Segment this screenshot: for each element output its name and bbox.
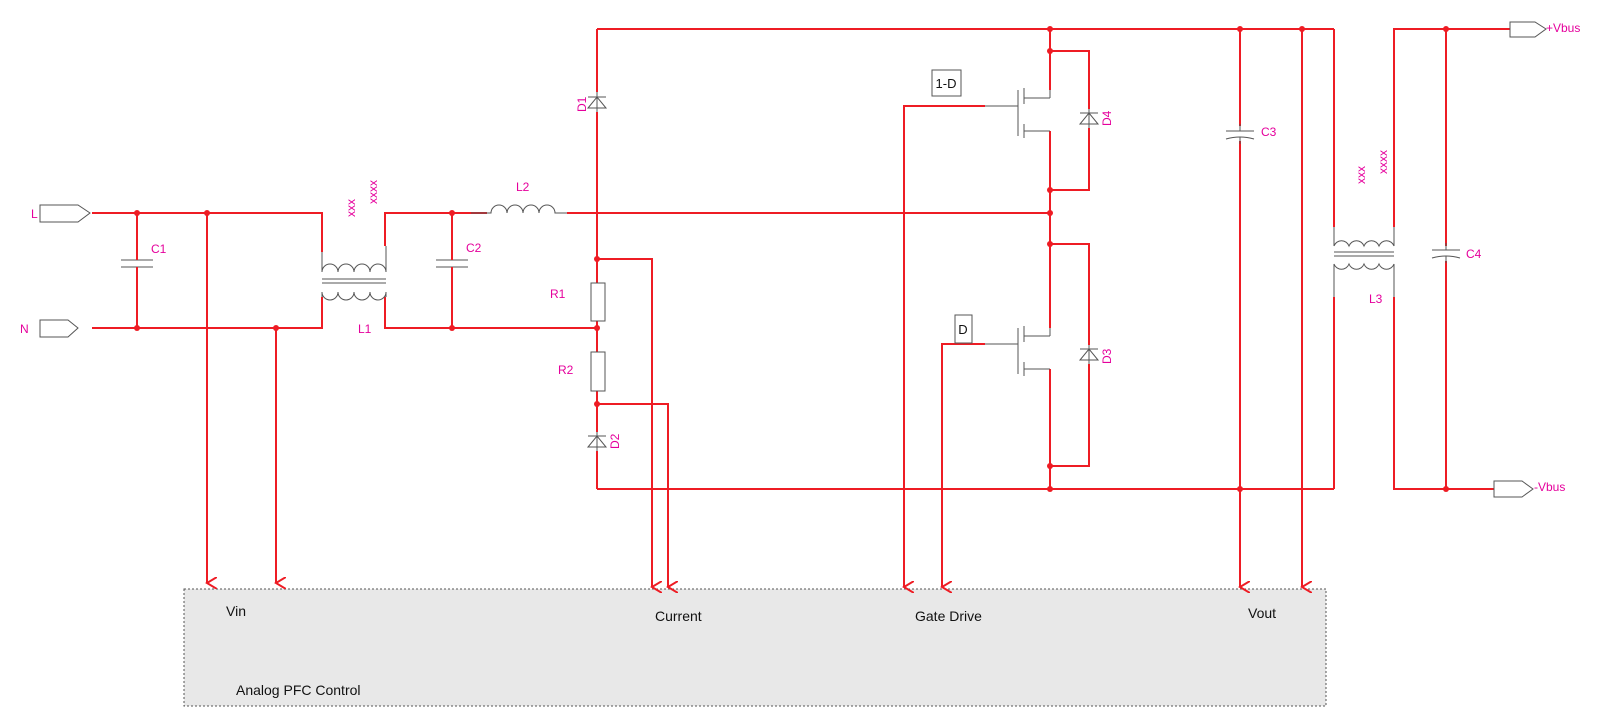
control-block-box	[183, 588, 1327, 707]
wire-current-sense-1	[597, 258, 652, 587]
wire-line-input	[92, 212, 323, 252]
gate-signal-upper-label: 1-D	[936, 76, 957, 91]
junction-dot	[1443, 486, 1449, 492]
junction-dot	[1443, 26, 1449, 32]
junction-dot	[449, 210, 455, 216]
wire-l3-secondary-bottom	[1393, 297, 1494, 490]
analog-pfc-control-block: Analog PFC Control Vin Current Gate Driv…	[183, 588, 1327, 707]
vin-pin-label: Vin	[226, 603, 246, 619]
port-vbus-minus-connector	[1493, 480, 1534, 498]
mosfet-lower	[985, 326, 1051, 376]
port-l-label: L	[31, 207, 38, 221]
capacitors	[121, 124, 1461, 272]
control-block-title: Analog PFC Control	[236, 682, 361, 698]
resistors	[590, 282, 606, 392]
wire-d4-loop-bottom	[1050, 128, 1090, 191]
wire-gate-lower	[942, 343, 985, 587]
l1-secondary-mark: xxxx	[366, 180, 380, 204]
wire-d3-loop-bottom	[1050, 364, 1090, 467]
vout-pin-label: Vout	[1248, 605, 1276, 621]
wire-d3-loop	[1050, 243, 1090, 345]
l3-primary-mark: xxx	[1354, 166, 1368, 184]
wire-d4-loop	[1050, 50, 1090, 109]
transformer-marks: xxx xxxx xxx xxxx	[344, 150, 1390, 217]
current-pin-label: Current	[655, 608, 702, 624]
d4-label: D4	[1100, 110, 1114, 126]
diode-d3	[1078, 345, 1100, 364]
c3-label: C3	[1261, 125, 1277, 139]
r2-label: R2	[558, 363, 574, 377]
resistor-r1	[590, 282, 606, 322]
wires	[92, 28, 1510, 587]
junction-dot	[594, 256, 600, 262]
l1-primary-mark: xxx	[344, 199, 358, 217]
component-labels: C1 C2 C3 C4 L1 L2 L3 R1 R2 D1 D2 D4 D3	[151, 96, 1482, 449]
r1-label: R1	[550, 287, 566, 301]
gate-signal-upper-box	[931, 69, 962, 97]
diode-d4	[1078, 109, 1100, 128]
d2-label: D2	[608, 433, 622, 449]
junction-dot	[1047, 486, 1053, 492]
junction-dot	[1299, 26, 1305, 32]
wire-neutral-input	[92, 297, 323, 329]
diodes	[586, 92, 1100, 451]
l3-label: L3	[1369, 292, 1383, 306]
gate-signal-upper: 1-D	[931, 69, 962, 97]
mosfets	[985, 88, 1051, 376]
gate-drive-pin-label: Gate Drive	[915, 608, 982, 624]
junction-dot	[134, 210, 140, 216]
port-n-label: N	[20, 322, 29, 336]
diode-d2	[586, 432, 608, 451]
port-n-connector	[39, 319, 79, 338]
ports	[39, 21, 1547, 498]
junctions	[134, 26, 1449, 492]
inductor-l1	[321, 246, 387, 301]
junction-dot	[1047, 210, 1053, 216]
capacitor-c2	[436, 254, 468, 272]
junction-dot	[1237, 486, 1243, 492]
junction-dot	[204, 210, 210, 216]
wire-current-sense-2	[597, 403, 668, 587]
port-vbus-plus-label: +Vbus	[1546, 21, 1580, 35]
junction-dot	[449, 325, 455, 331]
inductor-l3	[1333, 227, 1395, 297]
junction-dot	[1047, 241, 1053, 247]
capacitor-c1	[121, 254, 153, 272]
junction-dot	[594, 325, 600, 331]
wire-gate-upper	[904, 105, 985, 587]
c1-label: C1	[151, 242, 167, 256]
junction-dot	[1047, 26, 1053, 32]
l2-label: L2	[516, 180, 530, 194]
c4-label: C4	[1466, 247, 1482, 261]
junction-dot	[1047, 463, 1053, 469]
junction-dot	[594, 401, 600, 407]
port-labels: L N +Vbus -Vbus	[20, 21, 1580, 494]
d3-label: D3	[1100, 348, 1114, 364]
mosfet-upper	[985, 88, 1051, 138]
junction-dot	[273, 325, 279, 331]
junction-dot	[1047, 48, 1053, 54]
junction-dot	[1237, 26, 1243, 32]
port-vbus-minus-label: -Vbus	[1534, 480, 1565, 494]
wire-l1-bottom-out	[384, 297, 597, 329]
gate-signal-lower-box	[954, 314, 973, 344]
gate-signal-lower-label: D	[958, 322, 967, 337]
l1-label: L1	[358, 322, 372, 336]
diode-d1	[586, 92, 608, 112]
capacitor-c3	[1225, 124, 1255, 144]
inductor-l2	[471, 204, 567, 214]
resistor-r2	[590, 351, 606, 392]
d1-label: D1	[575, 96, 589, 112]
l3-secondary-mark: xxxx	[1376, 150, 1390, 174]
gate-signal-lower: D	[954, 314, 973, 344]
wire-l3-secondary	[1393, 28, 1510, 227]
port-l-connector	[39, 204, 91, 223]
port-vbus-plus-connector	[1509, 21, 1547, 38]
junction-dot	[1047, 187, 1053, 193]
capacitor-c4	[1431, 243, 1461, 263]
junction-dot	[134, 325, 140, 331]
c2-label: C2	[466, 241, 482, 255]
